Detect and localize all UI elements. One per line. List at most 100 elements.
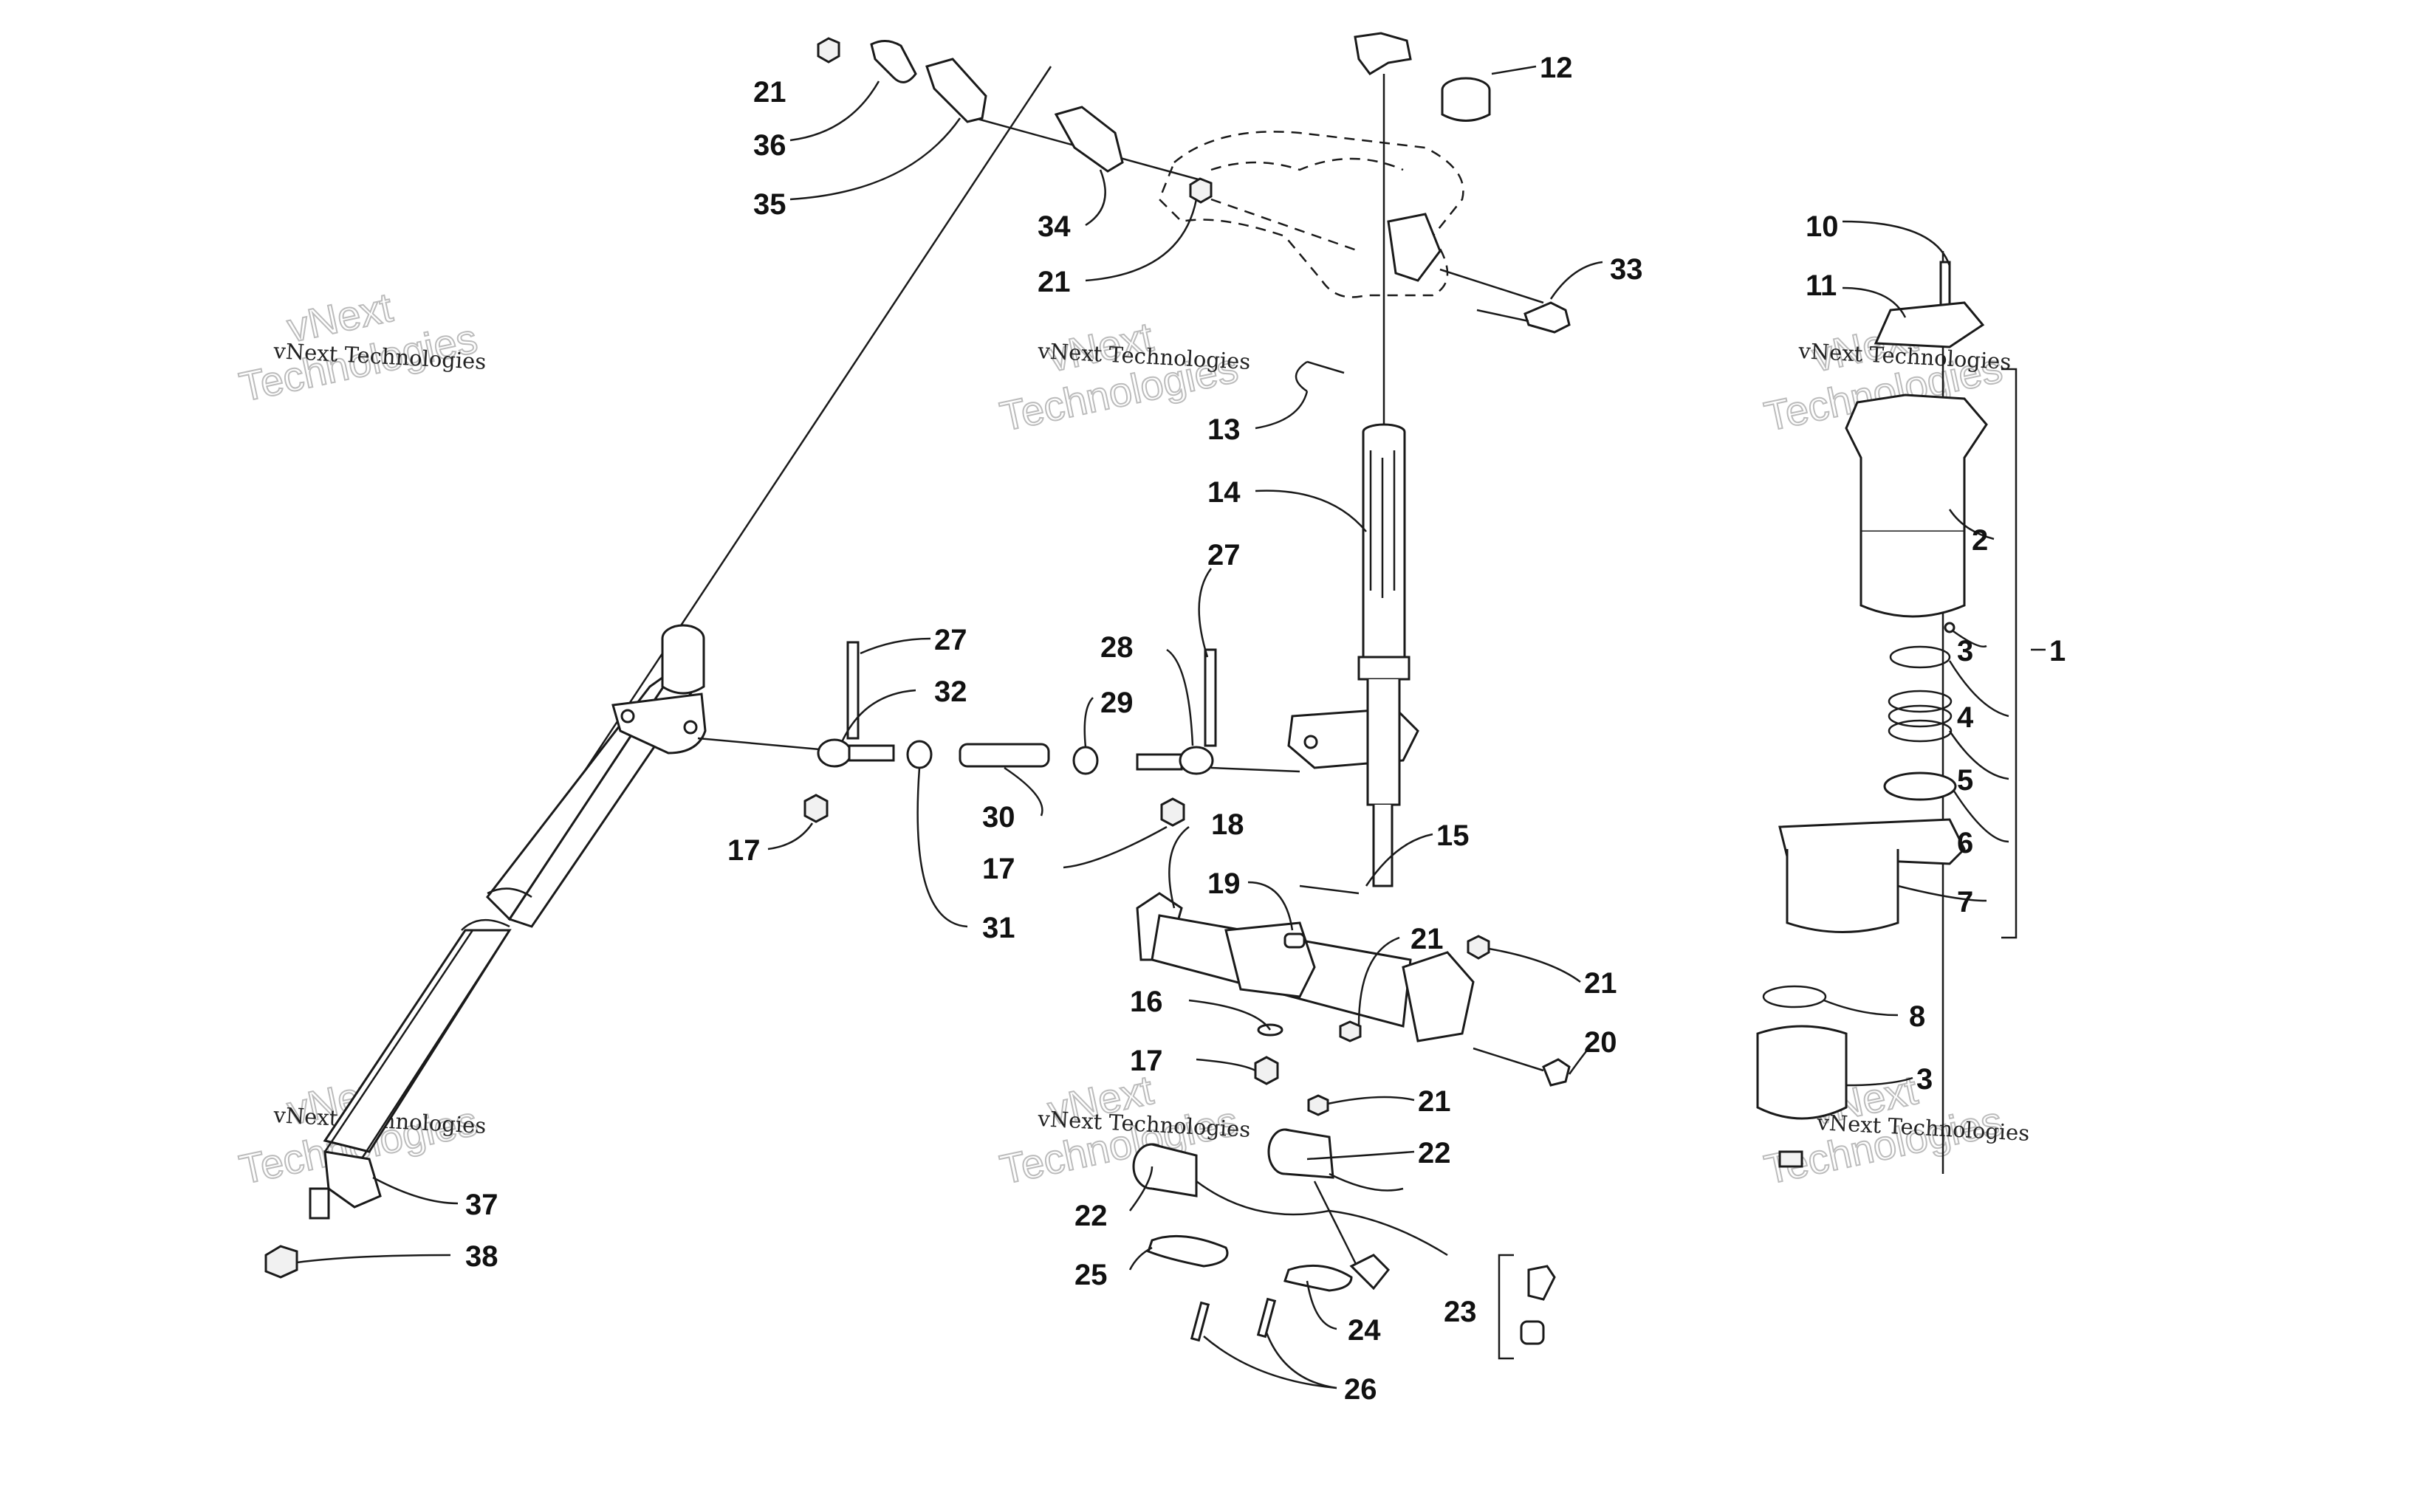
washer-bottom xyxy=(1778,1150,1803,1168)
steering-post-shaft xyxy=(264,66,1052,1279)
callout-22b: 22 xyxy=(1418,1137,1451,1169)
leader-12 xyxy=(1491,65,1537,75)
strap-25 xyxy=(1147,1234,1229,1268)
callout-18: 18 xyxy=(1211,808,1244,841)
nut-21-top xyxy=(817,37,840,63)
leader-34 xyxy=(1085,169,1106,227)
column-collar xyxy=(1357,656,1410,681)
housing-2-head xyxy=(1845,394,1988,533)
seal-6 xyxy=(1883,772,1957,801)
sensor-22a-body xyxy=(1151,1143,1198,1197)
leader-lines xyxy=(296,65,2046,1389)
leader-26b xyxy=(1265,1332,1337,1389)
clamp-parts xyxy=(817,32,1571,393)
leader-36 xyxy=(789,80,880,142)
handlebar-block-detail xyxy=(1210,157,1404,171)
leader-29 xyxy=(1083,697,1094,748)
leader-22b xyxy=(1306,1150,1415,1161)
bolt-33-head xyxy=(1523,301,1571,334)
callout-33: 33 xyxy=(1610,253,1643,286)
callout-21c: 21 xyxy=(1410,923,1444,955)
pitman-arm xyxy=(323,1150,382,1209)
screw-26b xyxy=(1256,1297,1277,1339)
callout-11: 11 xyxy=(1806,269,1837,302)
clamp-34 xyxy=(1054,106,1124,173)
rod-end-32 xyxy=(817,738,852,768)
nut-17-right xyxy=(1160,797,1185,827)
callout-38: 38 xyxy=(465,1240,498,1273)
callout-24: 24 xyxy=(1348,1314,1381,1347)
ring-8 xyxy=(1762,985,1827,1008)
leader-38 xyxy=(296,1254,451,1264)
ball-3 xyxy=(1944,622,1955,633)
sensor-wire xyxy=(1196,1180,1448,1257)
leader-19 xyxy=(1247,881,1294,931)
nut-17-left xyxy=(803,794,829,823)
bolt-10 xyxy=(1939,261,1951,308)
clamp-35 xyxy=(925,58,987,123)
sensor-wire xyxy=(1313,1181,1360,1271)
callout-17b: 17 xyxy=(982,853,1015,885)
column-knurl xyxy=(1369,450,1396,598)
leader-7 xyxy=(1897,884,1987,902)
callout-20: 20 xyxy=(1584,1026,1617,1059)
screw-26a xyxy=(1190,1301,1210,1342)
cap-11 xyxy=(1874,301,1985,348)
callout-17a: 17 xyxy=(727,834,761,867)
leader-15 xyxy=(1365,833,1433,887)
leader-4 xyxy=(1948,660,2009,718)
leader-33 xyxy=(1549,261,1603,300)
leader-27a xyxy=(860,637,931,655)
callout-7: 7 xyxy=(1957,886,1973,918)
callout-6: 6 xyxy=(1957,827,1973,859)
sleeve-30 xyxy=(959,743,1050,768)
bracket-23 xyxy=(1498,1254,1514,1360)
pitman-stud xyxy=(309,1187,330,1220)
leader-28 xyxy=(1166,648,1194,746)
leader-20 xyxy=(1568,1040,1596,1075)
callout-15: 15 xyxy=(1436,819,1470,852)
snap-ring-13 xyxy=(1295,360,1345,393)
callout-8: 8 xyxy=(1909,1000,1925,1033)
column-lower xyxy=(1366,679,1401,806)
bolt-33-shank xyxy=(1476,309,1529,323)
leader-5 xyxy=(1948,730,2009,780)
post-flange-hole xyxy=(620,709,635,724)
handlebar-axis xyxy=(1210,198,1360,252)
sensor-22b-body xyxy=(1284,1128,1334,1179)
steering-arm-assembly xyxy=(1136,884,1571,1087)
callout-34: 34 xyxy=(1038,210,1071,243)
leader-16 xyxy=(1188,999,1272,1031)
callout-30: 30 xyxy=(982,801,1015,834)
callout-22a: 22 xyxy=(1074,1200,1108,1232)
pin-15 xyxy=(1299,884,1360,895)
callout-14: 14 xyxy=(1207,476,1241,509)
rod-end-28 xyxy=(1179,746,1214,775)
post-flange-plate xyxy=(611,693,707,755)
housing-assembly xyxy=(1756,251,2018,1174)
connector-23a xyxy=(1527,1265,1556,1301)
bolt-20-axis xyxy=(1473,1047,1544,1072)
post-centerline xyxy=(502,66,1052,894)
leader-27b xyxy=(1198,568,1213,658)
leader-17c xyxy=(1196,1058,1256,1072)
leader-21d xyxy=(1488,947,1581,983)
nut-21-sensor xyxy=(1307,1094,1329,1116)
sleeve-7 xyxy=(1786,849,1899,933)
callout-29: 29 xyxy=(1100,687,1134,719)
nut-21-arm-low xyxy=(1339,1020,1362,1042)
leader-37 xyxy=(372,1176,459,1205)
callout-27b: 27 xyxy=(1207,539,1241,571)
callout-17c: 17 xyxy=(1130,1045,1163,1077)
leader-21e xyxy=(1327,1096,1415,1105)
sensor-wire xyxy=(1329,1172,1404,1192)
post-break-line xyxy=(487,887,532,898)
leader-17b xyxy=(1063,825,1168,869)
rod-end-32-thread xyxy=(848,744,895,762)
post-clamp-collar xyxy=(661,639,705,695)
arm-end-plate xyxy=(1402,951,1475,1042)
post-flange-hole xyxy=(683,720,698,735)
nut-17-arm xyxy=(1254,1056,1279,1085)
bolt-axis-33 xyxy=(1439,268,1544,304)
leader-31 xyxy=(916,767,968,928)
